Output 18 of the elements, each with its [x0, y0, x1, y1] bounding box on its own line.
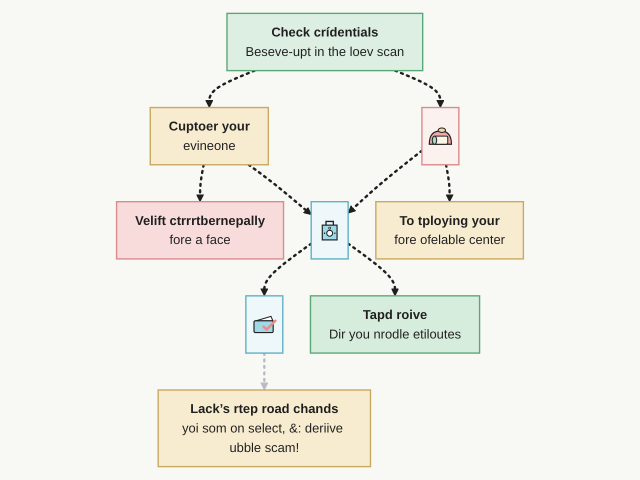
node-picture	[421, 106, 460, 166]
node-box: Tapd roive Dir you nrodle etiloutes	[310, 295, 480, 354]
node-box: Lack’s rtep road chands yoi som on select, &: deriive ubble scam!	[157, 389, 372, 468]
arrow	[205, 69, 256, 108]
node-box: To tploying your fore ofelable center	[375, 201, 524, 260]
arrow	[260, 352, 268, 390]
node-picture	[245, 295, 284, 354]
arrow	[444, 164, 454, 202]
node-box: Check crídentials Beseve-upt in the loev scan	[226, 12, 424, 72]
arrow	[260, 242, 312, 296]
arrow	[394, 69, 444, 108]
arrow	[348, 149, 424, 214]
node-box: Cuptoer your evineone	[150, 106, 270, 166]
arrow	[346, 242, 400, 296]
arrow	[196, 164, 205, 202]
node-picture	[310, 201, 349, 260]
arrow	[248, 164, 312, 216]
node-box: Velift ctrrrtbernepally fore a face	[116, 201, 284, 260]
